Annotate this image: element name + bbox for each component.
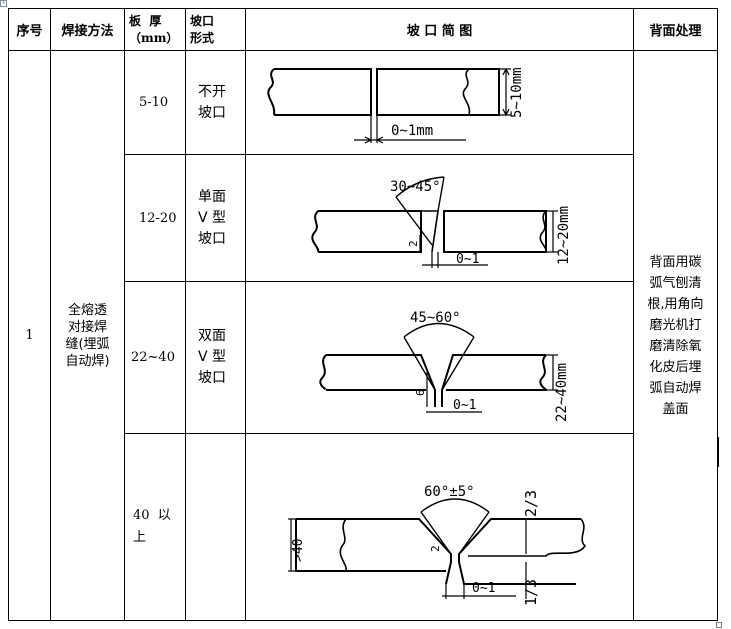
table-row: 22~40 双面 V 型 坡口 45~60° bbox=[9, 281, 718, 434]
thickness-cell: 22~40 bbox=[124, 281, 186, 434]
dim-root-label: 6 bbox=[414, 389, 427, 396]
thickness-line: 40 以 bbox=[133, 508, 171, 523]
form-line: V 型 bbox=[198, 349, 227, 365]
dim-thickness: >40 bbox=[288, 518, 306, 572]
method-line: 缝(埋弧 bbox=[65, 336, 110, 352]
table-row: 40 以 上 60°±5° bbox=[9, 433, 718, 621]
dim-root: 2 bbox=[407, 235, 421, 252]
form-line: 坡口 bbox=[198, 230, 226, 247]
figure-cell: 45~60° 22~40mm 6 0~1 bbox=[245, 281, 634, 434]
row-seq: 1 bbox=[8, 50, 51, 621]
dim-gap-label: 0~1 bbox=[453, 398, 476, 413]
dim-gap: 0~1 bbox=[442, 581, 516, 599]
table-resize-icon[interactable] bbox=[716, 622, 722, 628]
form-line: 单面 bbox=[198, 188, 226, 205]
figure-cell: 30~45° 12~20mm 2 0~1 bbox=[245, 154, 634, 282]
table-row: 12-20 单面 V 型 坡口 3 bbox=[9, 154, 718, 282]
header-form-line1: 坡口 bbox=[190, 13, 215, 28]
dim-angle-label: 60°±5° bbox=[424, 484, 475, 500]
figure-cell: 5~10mm 0~1mm bbox=[245, 50, 634, 155]
dim-thickness: 5~10mm bbox=[499, 67, 525, 118]
header-form-line2: 形式 bbox=[190, 30, 215, 45]
thickness-cell: 40 以 上 bbox=[124, 433, 186, 621]
dim-root: 2 bbox=[429, 545, 442, 552]
header-thickness: 板 厚 （mm） bbox=[124, 8, 186, 51]
dim-gap: 0~1mm bbox=[354, 115, 466, 144]
resize-handle[interactable] bbox=[717, 437, 719, 467]
plate-right bbox=[458, 518, 587, 585]
form-cell: 不开 坡口 bbox=[185, 50, 246, 155]
form-cell: 单面 V 型 坡口 bbox=[185, 154, 246, 282]
dim-thickness: 12~20mm bbox=[546, 206, 572, 265]
form-cell bbox=[185, 433, 246, 621]
form-line: 坡口 bbox=[198, 104, 226, 121]
header-figure: 坡 口 简 图 bbox=[245, 8, 634, 51]
table-row: 1 全熔透 对接焊 缝(埋弧 自动焊) 5-10 不开 坡口 bbox=[8, 50, 718, 621]
form-cell: 双面 V 型 坡口 bbox=[185, 281, 246, 434]
dim-top-label: 2/3 bbox=[522, 490, 540, 517]
header-back: 背面处理 bbox=[633, 8, 718, 51]
row-back-treatment: 背面用碳 弧气刨清 根,用角向 磨光机打 磨清除氧 化皮后埋 弧自动焊 盖面 bbox=[633, 50, 718, 621]
dim-top: 2/3 bbox=[522, 490, 540, 554]
dim-root-label: 2 bbox=[429, 545, 442, 552]
dim-bottom-label: 1/3 bbox=[522, 579, 540, 606]
figure-cell: 60°±5° >40 2 2/3 1/3 bbox=[245, 433, 634, 621]
plate-left bbox=[319, 354, 436, 407]
back-line: 盖面 bbox=[662, 401, 689, 417]
dim-angle: 30~45° bbox=[390, 176, 445, 246]
back-line: 磨光机打 bbox=[649, 317, 702, 333]
header-method: 焊接方法 bbox=[50, 8, 125, 51]
dim-thickness: 22~40mm bbox=[546, 354, 570, 422]
back-line: 弧自动焊 bbox=[649, 380, 702, 396]
dim-gap-label: 0~1 bbox=[456, 252, 479, 267]
method-line: 对接焊 bbox=[67, 319, 107, 335]
welding-groove-table: 序号 焊接方法 板 厚 （mm） 坡口 形式 坡 口 简 图 背面处理 1 全熔… bbox=[8, 8, 718, 621]
dim-angle-label: 45~60° bbox=[410, 310, 461, 326]
form-line: 双面 bbox=[198, 328, 226, 344]
header-thickness-line1: 板 厚 bbox=[129, 13, 162, 28]
form-line: 坡口 bbox=[198, 370, 226, 386]
plate-right bbox=[441, 354, 548, 407]
dim-root: 6 bbox=[414, 372, 428, 407]
plate-right bbox=[443, 210, 547, 253]
plate-right bbox=[376, 68, 500, 116]
dim-gap-label: 0~1 bbox=[472, 581, 495, 596]
dim-bottom: 1/3 bbox=[522, 562, 540, 606]
groove-diagram-asymmetric-double-v: 60°±5° >40 2 2/3 1/3 bbox=[288, 484, 587, 606]
form-line: 不开 bbox=[198, 83, 226, 100]
plate-left bbox=[267, 68, 372, 116]
thickness-line: 上 bbox=[133, 530, 147, 545]
table-handle-icon[interactable]: + bbox=[0, 0, 7, 7]
dim-root-label: 2 bbox=[407, 240, 420, 247]
plate-left bbox=[295, 518, 452, 585]
back-line: 弧气刨清 bbox=[649, 275, 702, 291]
header-thickness-line2: （mm） bbox=[129, 30, 179, 45]
dim-thickness-label: 12~20mm bbox=[556, 206, 572, 265]
groove-diagram-single-v: 30~45° 12~20mm 2 0~1 bbox=[311, 176, 572, 268]
back-line: 背面用碳 bbox=[649, 254, 702, 270]
groove-diagram-double-v: 45~60° 22~40mm 6 0~1 bbox=[319, 310, 570, 422]
header-seq: 序号 bbox=[8, 8, 51, 51]
dim-angle: 45~60° bbox=[403, 310, 475, 391]
back-line: 根,用角向 bbox=[647, 296, 704, 312]
table-header-row: 序号 焊接方法 板 厚 （mm） 坡口 形式 坡 口 简 图 背面处理 bbox=[8, 8, 718, 51]
dim-thickness-label: 5~10mm bbox=[509, 67, 525, 118]
method-line: 自动焊) bbox=[65, 353, 110, 369]
method-line: 全熔透 bbox=[67, 302, 107, 318]
row-method: 全熔透 对接焊 缝(埋弧 自动焊) bbox=[50, 50, 125, 621]
dim-angle-label: 30~45° bbox=[390, 179, 441, 195]
dim-thickness-label: >40 bbox=[291, 539, 306, 562]
groove-diagram-no-bevel: 5~10mm 0~1mm bbox=[267, 67, 525, 144]
form-line: V 型 bbox=[198, 209, 227, 226]
dim-gap: 0~1 bbox=[426, 398, 482, 413]
dim-thickness-label: 22~40mm bbox=[554, 363, 570, 422]
dim-gap-label: 0~1mm bbox=[391, 123, 433, 139]
dim-gap: 0~1 bbox=[422, 252, 488, 268]
thickness-cell: 12-20 bbox=[124, 154, 186, 282]
back-line: 磨清除氧 bbox=[649, 338, 702, 354]
thickness-cell: 5-10 bbox=[124, 50, 186, 155]
back-line: 化皮后埋 bbox=[649, 359, 702, 375]
dim-angle: 60°±5° bbox=[420, 484, 490, 555]
header-form: 坡口 形式 bbox=[185, 8, 246, 51]
